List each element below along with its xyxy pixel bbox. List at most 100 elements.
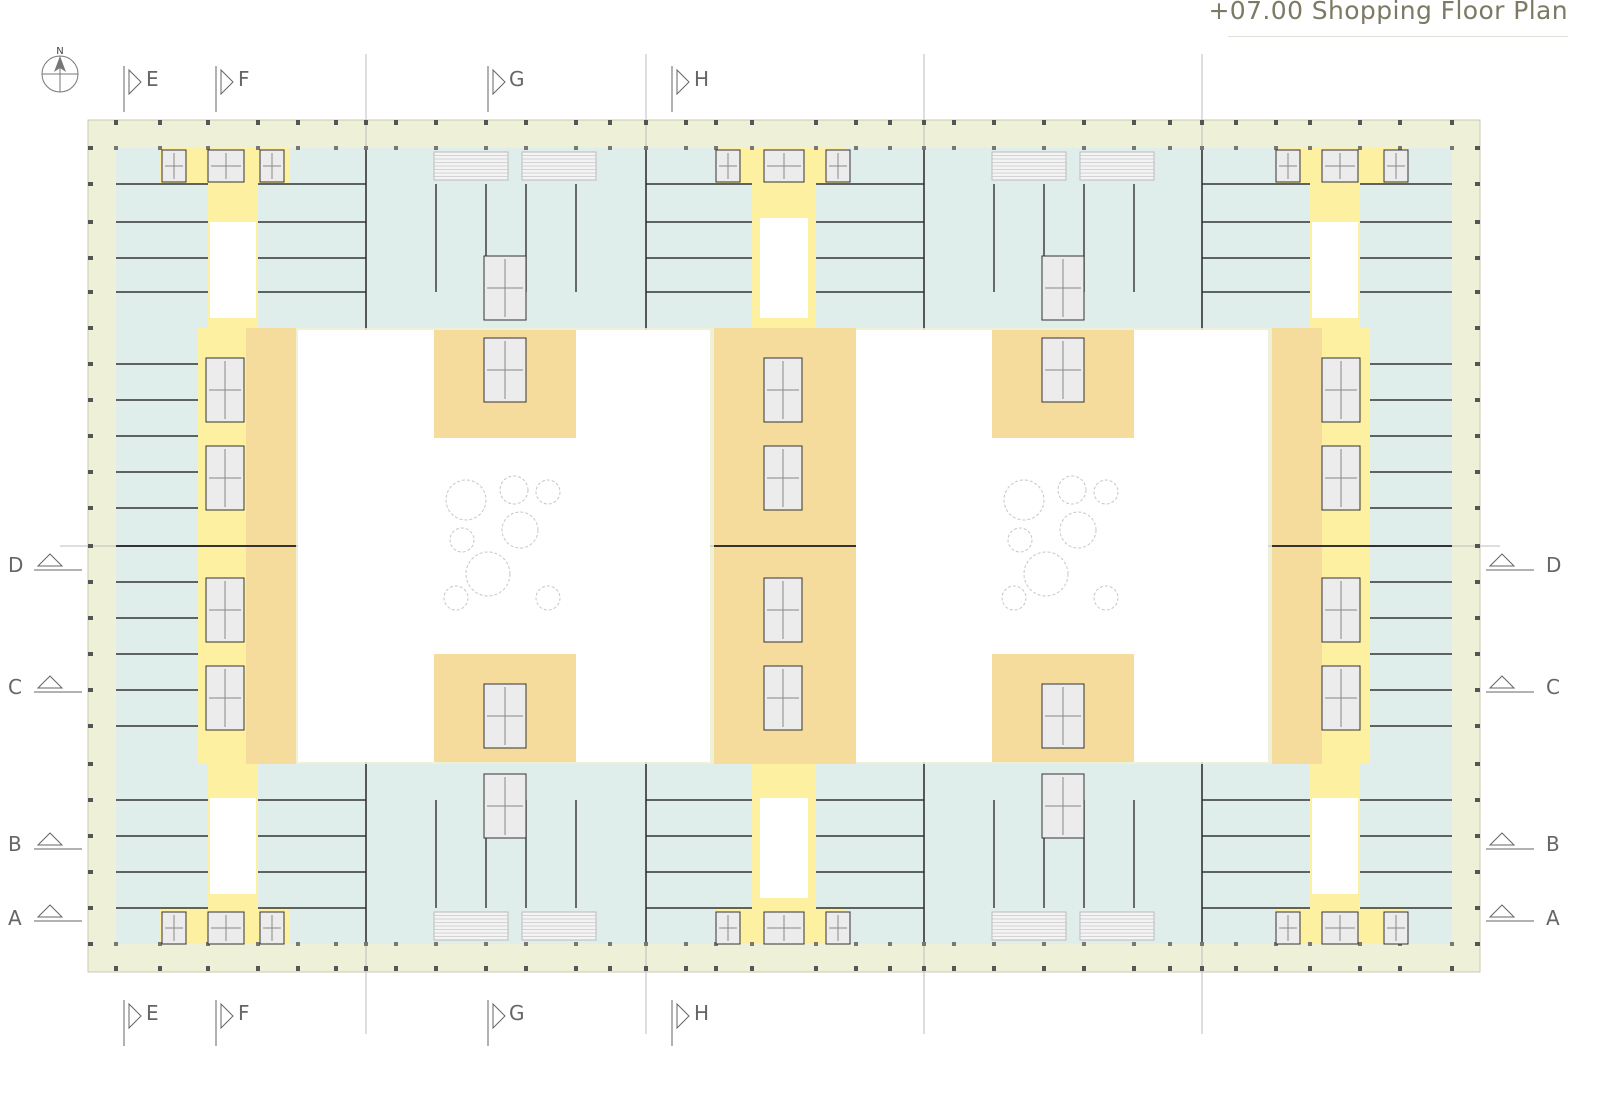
section-arrow-icon bbox=[492, 1002, 506, 1030]
column-47 bbox=[574, 146, 578, 150]
tree-2 bbox=[499, 475, 529, 505]
column-129 bbox=[1398, 120, 1402, 125]
column-97 bbox=[1082, 120, 1086, 125]
column-41 bbox=[524, 120, 528, 125]
column-93 bbox=[1042, 120, 1046, 125]
tree-11 bbox=[1093, 479, 1119, 505]
column-101 bbox=[1132, 120, 1136, 125]
section-arrow-icon bbox=[1488, 675, 1516, 689]
column-106 bbox=[1168, 966, 1172, 971]
column-90 bbox=[992, 966, 996, 971]
column-65 bbox=[750, 120, 754, 125]
column-73 bbox=[854, 120, 858, 125]
column-167 bbox=[88, 688, 93, 692]
column-42 bbox=[524, 966, 528, 971]
section-arrow-icon bbox=[1488, 904, 1516, 918]
column-166 bbox=[1475, 652, 1480, 656]
column-98 bbox=[1082, 966, 1086, 971]
column-138 bbox=[1475, 146, 1480, 150]
column-123 bbox=[1308, 146, 1312, 150]
column-149 bbox=[88, 362, 93, 366]
column-151 bbox=[88, 398, 93, 402]
column-79 bbox=[888, 146, 892, 150]
column-84 bbox=[922, 942, 926, 946]
svg-text:B: B bbox=[8, 832, 22, 856]
section-marker-a-left: A bbox=[8, 904, 82, 930]
column-127 bbox=[1358, 146, 1362, 150]
column-82 bbox=[922, 966, 926, 971]
column-30 bbox=[394, 966, 398, 971]
section-marker-e-top: E bbox=[123, 66, 159, 112]
column-5 bbox=[158, 120, 162, 125]
tree-14 bbox=[1023, 551, 1069, 597]
column-1 bbox=[114, 120, 118, 125]
column-136 bbox=[1450, 942, 1454, 946]
column-103 bbox=[1132, 146, 1136, 150]
column-148 bbox=[1475, 326, 1480, 330]
column-2 bbox=[114, 966, 118, 971]
column-17 bbox=[296, 120, 300, 125]
column-181 bbox=[88, 942, 93, 946]
column-134 bbox=[1450, 966, 1454, 971]
column-19 bbox=[296, 146, 300, 150]
svg-text:G: G bbox=[509, 1001, 525, 1025]
section-marker-d-left: D bbox=[8, 553, 82, 577]
column-168 bbox=[1475, 688, 1480, 692]
column-153 bbox=[88, 434, 93, 438]
column-24 bbox=[334, 942, 338, 946]
column-16 bbox=[256, 942, 260, 946]
section-marker-f-top: F bbox=[215, 66, 250, 112]
section-marker-g-top: G bbox=[487, 66, 525, 112]
column-143 bbox=[88, 256, 93, 260]
column-53 bbox=[644, 120, 648, 125]
column-121 bbox=[1308, 120, 1312, 125]
column-158 bbox=[1475, 506, 1480, 510]
atrium-void-3 bbox=[1312, 222, 1358, 318]
svg-text:A: A bbox=[1546, 906, 1560, 930]
column-50 bbox=[608, 966, 612, 971]
section-arrow-icon bbox=[220, 1002, 234, 1030]
section-arrow-icon bbox=[128, 68, 142, 96]
column-40 bbox=[484, 942, 488, 946]
column-145 bbox=[88, 290, 93, 294]
column-21 bbox=[334, 120, 338, 125]
atrium-void-4 bbox=[210, 798, 256, 894]
column-85 bbox=[952, 120, 956, 125]
section-arrow-icon bbox=[128, 1002, 142, 1030]
column-125 bbox=[1358, 120, 1362, 125]
column-4 bbox=[114, 942, 118, 946]
section-arrow-icon bbox=[676, 68, 690, 96]
column-55 bbox=[644, 146, 648, 150]
section-marker-c-right: C bbox=[1486, 675, 1560, 699]
column-11 bbox=[206, 146, 210, 150]
column-57 bbox=[684, 120, 688, 125]
column-34 bbox=[434, 966, 438, 971]
column-67 bbox=[750, 146, 754, 150]
column-173 bbox=[88, 798, 93, 802]
column-140 bbox=[1475, 182, 1480, 186]
atrium-void-2 bbox=[760, 218, 808, 318]
column-76 bbox=[854, 942, 858, 946]
column-157 bbox=[88, 506, 93, 510]
column-58 bbox=[684, 966, 688, 971]
column-14 bbox=[256, 966, 260, 971]
section-arrow-icon bbox=[36, 904, 64, 918]
tree-6 bbox=[465, 551, 511, 597]
column-54 bbox=[644, 966, 648, 971]
column-45 bbox=[574, 120, 578, 125]
column-7 bbox=[158, 146, 162, 150]
stair-cores bbox=[161, 149, 1409, 945]
section-arrow-icon bbox=[676, 1002, 690, 1030]
column-108 bbox=[1168, 942, 1172, 946]
column-142 bbox=[1475, 220, 1480, 224]
north-arrow-icon: N bbox=[41, 46, 79, 93]
column-156 bbox=[1475, 470, 1480, 474]
tree-15 bbox=[1001, 585, 1027, 611]
column-37 bbox=[484, 120, 488, 125]
column-95 bbox=[1042, 146, 1046, 150]
section-marker-c-left: C bbox=[8, 675, 82, 699]
section-marker-d-right: D bbox=[1486, 553, 1561, 577]
atrium-void-5 bbox=[760, 798, 808, 898]
column-119 bbox=[1274, 146, 1278, 150]
column-163 bbox=[88, 616, 93, 620]
